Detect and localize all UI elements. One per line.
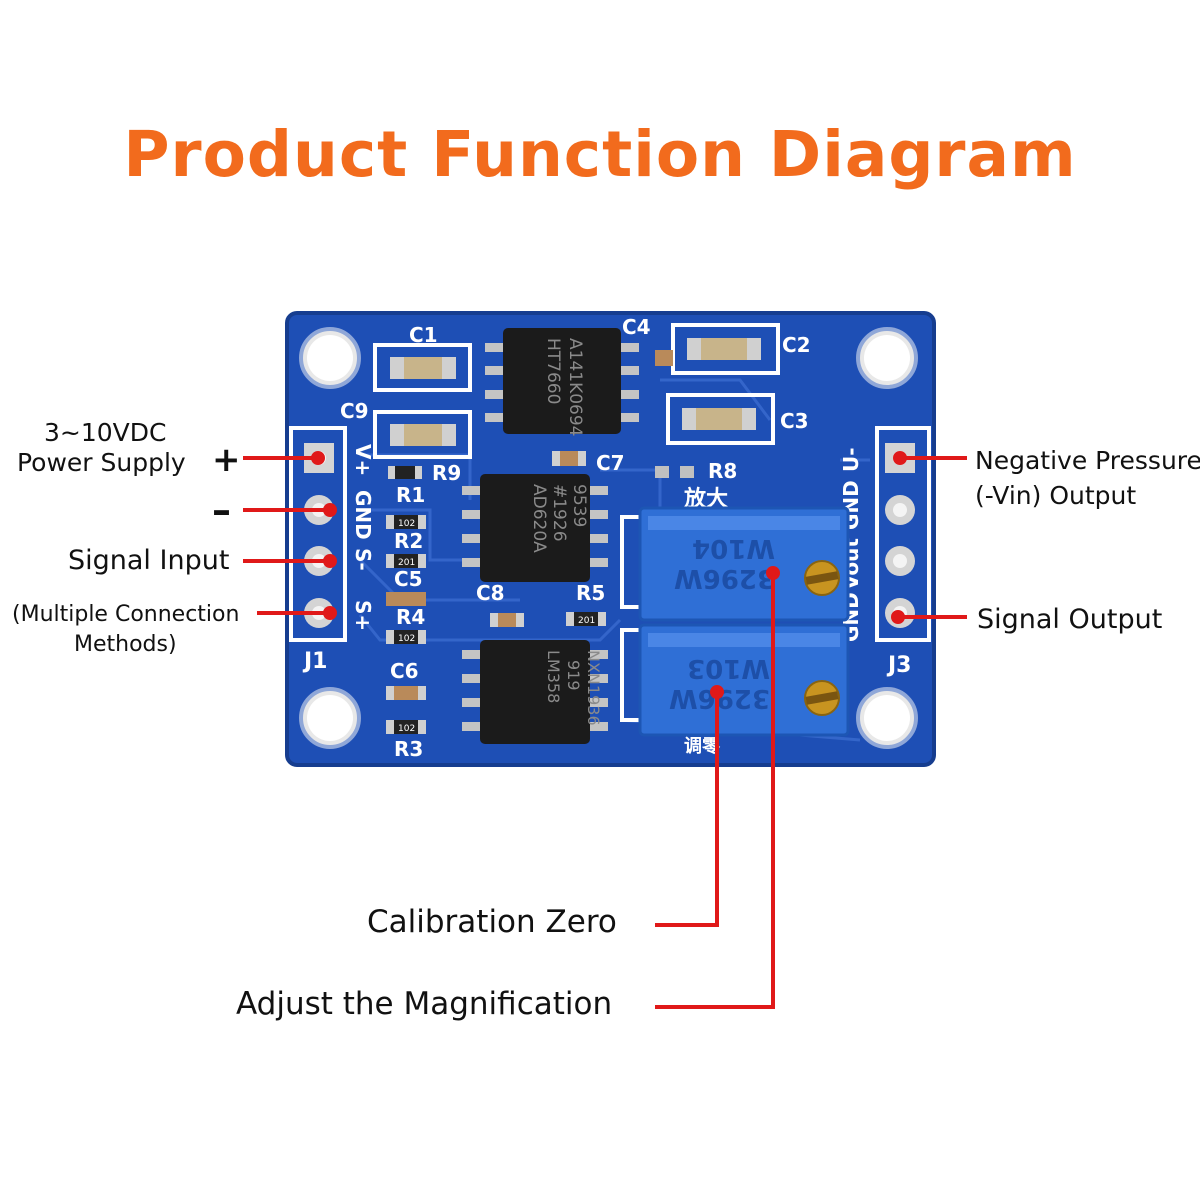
capacitor-c1: C1 [373, 323, 472, 392]
svg-text:201: 201 [578, 616, 595, 626]
svg-text:R1: R1 [396, 483, 425, 507]
capacitor-c8: C8 [476, 581, 524, 627]
j1-pin-vplus: V+ [351, 444, 375, 476]
svg-text:A141K0694: A141K0694 [565, 338, 585, 437]
svg-text:C6: C6 [390, 659, 419, 683]
svg-text:102: 102 [398, 634, 415, 644]
resistor-r2: R2 201 [386, 529, 426, 568]
resistor-r5: R5 201 [566, 581, 606, 626]
svg-text:NXN1936: NXN1936 [584, 650, 603, 726]
svg-text:C9: C9 [340, 399, 369, 423]
svg-text:9539: 9539 [569, 484, 589, 527]
resistor-r8: R8 [655, 459, 737, 483]
callout-magnification [655, 573, 775, 1009]
adjust-magnification-label: Adjust the Magnification [236, 986, 613, 1022]
capacitor-c3: C3 [666, 393, 809, 445]
svg-text:C1: C1 [409, 323, 438, 347]
j3-pin-uminus: U- [839, 447, 863, 472]
svg-text:R9: R9 [432, 461, 461, 485]
trimmer-gain: W104 3296W [620, 506, 850, 622]
capacitor-c6: C6 [386, 659, 426, 700]
svg-text:LM358: LM358 [544, 650, 563, 703]
svg-text:C5: C5 [394, 567, 423, 591]
silk-zero: 调零 [684, 736, 721, 757]
chip-u2: AD620A #1926 9539 [462, 474, 608, 582]
svg-text:#1926: #1926 [549, 484, 569, 542]
negative-pressure-line1: Negative Pressure [975, 446, 1200, 475]
j1-label: J1 [302, 649, 328, 674]
svg-text:C8: C8 [476, 581, 505, 605]
chip-u1: HT7660 A141K0694 [485, 328, 639, 437]
resistor-r9: R9 [388, 461, 461, 485]
mounting-holes [299, 327, 918, 749]
svg-text:102: 102 [398, 519, 415, 529]
resistor-r1: R1 102 [386, 483, 426, 529]
j1-pin-sminus: S- [351, 548, 375, 571]
capacitor-c5: C5 [386, 567, 426, 606]
svg-text:102: 102 [398, 724, 415, 734]
callout-calibration [655, 692, 719, 927]
signal-output-label: Signal Output [977, 604, 1163, 635]
chip-u3: LM358 919 NXN1936 [462, 640, 608, 744]
svg-text:201: 201 [398, 558, 415, 568]
page-title: Product Function Diagram [123, 118, 1077, 191]
resistor-r3: 102 R3 [386, 720, 426, 761]
power-supply-line2: Power Supply [17, 448, 186, 477]
resistor-r4: R4 102 [386, 605, 426, 644]
svg-text:R8: R8 [708, 459, 737, 483]
signal-input-label: Signal Input [68, 545, 230, 576]
svg-text:C7: C7 [596, 451, 625, 475]
negative-pressure-line2: (-Vin) Output [975, 481, 1137, 510]
power-supply-line1: 3~10VDC [44, 418, 167, 447]
pcb-board: J1 V+ GND S- S+ J3 U- [285, 311, 936, 767]
svg-text:R3: R3 [394, 737, 423, 761]
capacitor-c4: C4 [622, 315, 673, 366]
multiple-connection-line2: Methods) [74, 632, 177, 657]
svg-text:3296W: 3296W [674, 563, 775, 593]
j1-pin-gnd: GND [351, 490, 375, 540]
svg-text:C4: C4 [622, 315, 651, 339]
svg-text:R5: R5 [576, 581, 605, 605]
svg-text:C3: C3 [780, 409, 809, 433]
svg-text:C2: C2 [782, 333, 811, 357]
svg-text:919: 919 [564, 660, 583, 691]
j1-pin-splus: S+ [351, 600, 375, 631]
calibration-zero-label: Calibration Zero [367, 904, 617, 940]
svg-text:W103: W103 [687, 653, 770, 683]
svg-text:AD620A: AD620A [529, 484, 549, 553]
svg-text:R4: R4 [396, 605, 425, 629]
capacitor-c7: C7 [552, 451, 625, 475]
capacitor-c9: C9 [340, 399, 472, 459]
svg-text:R2: R2 [394, 529, 423, 553]
trimmer-zero: W103 3296W [620, 623, 850, 737]
svg-text:W104: W104 [692, 533, 775, 563]
callout-lines [243, 451, 967, 1009]
svg-text:HT7660: HT7660 [543, 338, 563, 404]
capacitor-c2: C2 [671, 323, 811, 375]
j3-label: J3 [886, 653, 912, 678]
multiple-connection-line1: (Multiple Connection [12, 602, 240, 627]
plus-sign: + [212, 440, 241, 480]
minus-sign: – [212, 488, 231, 532]
